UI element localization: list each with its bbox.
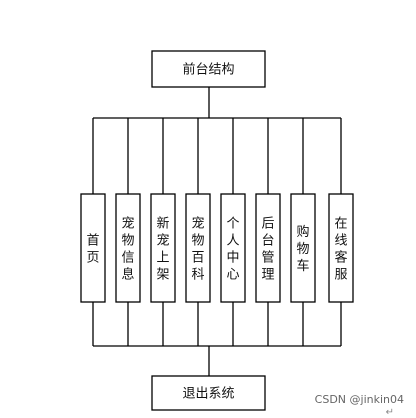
- module-label: 首页: [86, 234, 99, 266]
- top-node: 前台结构: [151, 50, 266, 88]
- module-label: 新宠上架: [156, 216, 169, 283]
- top-node-label: 前台结构: [182, 62, 234, 78]
- module-label: 个人中心: [226, 217, 239, 283]
- module-label: 在线客服: [334, 217, 347, 283]
- return-mark-icon: ↵: [385, 407, 394, 418]
- module-box: 宠物百科: [185, 193, 211, 303]
- bottom-node: 退出系统: [151, 375, 266, 411]
- module-box: 个人中心: [220, 193, 246, 303]
- module-list: 首页 宠物信息 新宠上架 宠物百科 个人中心 后台管理 购物车 在线客服: [80, 193, 354, 303]
- module-label: 宠物信息: [121, 216, 134, 283]
- module-box: 购物车: [290, 193, 316, 303]
- bottom-node-label: 退出系统: [182, 387, 234, 402]
- connectors: [92, 87, 342, 376]
- module-box: 后台管理: [255, 193, 281, 303]
- module-label: 购物车: [296, 224, 309, 274]
- module-box: 宠物信息: [115, 193, 141, 303]
- module-box: 新宠上架: [150, 193, 176, 303]
- watermark: CSDN @jinkin04: [314, 393, 404, 406]
- module-box: 首页: [80, 193, 106, 303]
- module-label: 后台管理: [261, 217, 274, 283]
- module-label: 宠物百科: [191, 216, 204, 283]
- module-box: 在线客服: [328, 193, 354, 303]
